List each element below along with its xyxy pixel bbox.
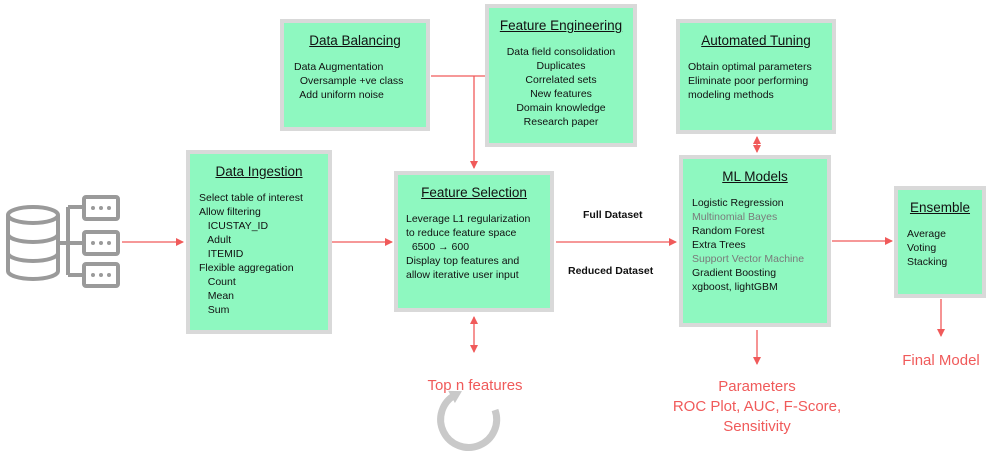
feature-engineering-line: New features bbox=[530, 88, 592, 100]
full-dataset-label: Full Dataset bbox=[583, 209, 643, 221]
automated-tuning-line: modeling methods bbox=[688, 89, 774, 101]
data-ingestion-line: Adult bbox=[199, 234, 232, 246]
automated-tuning-title: Automated Tuning bbox=[701, 33, 811, 48]
reduced-dataset-label: Reduced Dataset bbox=[568, 265, 654, 277]
data-ingestion-title: Data Ingestion bbox=[215, 164, 303, 179]
parameters-line: ROC Plot, AUC, F-Score, bbox=[672, 398, 842, 415]
feature-engineering-title: Feature Engineering bbox=[499, 18, 623, 33]
feature-selection-line: to reduce feature space bbox=[406, 227, 517, 239]
ensemble-line: Voting bbox=[907, 242, 937, 254]
data-ingestion-line: Allow filtering bbox=[199, 206, 261, 218]
final-model-output: Final Model bbox=[902, 352, 980, 369]
data-balancing-title: Data Balancing bbox=[309, 33, 401, 48]
feature-selection-line: Leverage L1 regularization bbox=[406, 213, 531, 225]
ml-model-item: Support Vector Machine bbox=[692, 253, 805, 265]
data-ingestion-line: ICUSTAY_ID bbox=[199, 220, 269, 232]
data-balancing-line: Add uniform noise bbox=[294, 89, 384, 101]
ml-model-item: Extra Trees bbox=[692, 239, 746, 251]
parameters-output: Parameters ROC Plot, AUC, F-Score, Sensi… bbox=[657, 377, 857, 437]
data-ingestion-line: Mean bbox=[199, 290, 235, 302]
feature-engineering-line: Duplicates bbox=[536, 60, 586, 72]
automated-tuning-line: Eliminate poor performing bbox=[688, 75, 809, 87]
feature-selection-box: Feature Selection Leverage L1 regulariza… bbox=[394, 171, 554, 312]
data-ingestion-line: Sum bbox=[199, 304, 230, 316]
ml-model-item: Logistic Regression bbox=[692, 197, 784, 209]
feature-selection-line: allow iterative user input bbox=[406, 269, 519, 281]
ensemble-line: Stacking bbox=[907, 256, 948, 268]
ml-model-item: Multinomial Bayes bbox=[692, 211, 778, 223]
feature-selection-line: 6500 → 600 bbox=[406, 241, 470, 253]
data-ingestion-line: Flexible aggregation bbox=[199, 262, 294, 274]
data-ingestion-line: ITEMID bbox=[199, 248, 244, 260]
feature-selection-title: Feature Selection bbox=[421, 185, 527, 200]
ml-models-title: ML Models bbox=[722, 169, 788, 184]
feature-engineering-line: Domain knowledge bbox=[516, 102, 606, 114]
automated-tuning-box: Automated Tuning Obtain optimal paramete… bbox=[676, 19, 836, 134]
database-icon bbox=[6, 195, 120, 288]
data-ingestion-box: Data Ingestion Select table of interest … bbox=[186, 150, 332, 334]
feature-engineering-line: Research paper bbox=[523, 116, 599, 128]
feature-engineering-line: Data field consolidation bbox=[506, 46, 616, 58]
parameters-line: Sensitivity bbox=[723, 418, 791, 435]
top-features-output: Top n features bbox=[427, 377, 523, 394]
parameters-line: Parameters bbox=[718, 378, 796, 395]
data-ingestion-line: Select table of interest bbox=[199, 192, 303, 204]
data-ingestion-line: Count bbox=[199, 276, 236, 288]
ensemble-title: Ensemble bbox=[909, 200, 971, 215]
data-balancing-line: Oversample +ve class bbox=[294, 75, 404, 87]
ensemble-line: Average bbox=[907, 228, 946, 240]
feature-selection-line: Display top features and bbox=[406, 255, 520, 267]
feature-engineering-line: Correlated sets bbox=[525, 74, 597, 86]
ml-model-item: Gradient Boosting bbox=[692, 267, 777, 279]
feature-engineering-box: Feature Engineering Data field consolida… bbox=[485, 4, 637, 147]
data-balancing-line: Data Augmentation bbox=[294, 61, 384, 73]
cycle-arrow-icon bbox=[437, 390, 501, 451]
automated-tuning-line: Obtain optimal parameters bbox=[688, 61, 812, 73]
data-balancing-box: Data Balancing Data Augmentation Oversam… bbox=[280, 19, 430, 131]
ensemble-box: Ensemble Average Voting Stacking bbox=[894, 186, 986, 298]
ml-model-item: xgboost, lightGBM bbox=[692, 281, 778, 293]
ml-model-item: Random Forest bbox=[692, 225, 765, 237]
